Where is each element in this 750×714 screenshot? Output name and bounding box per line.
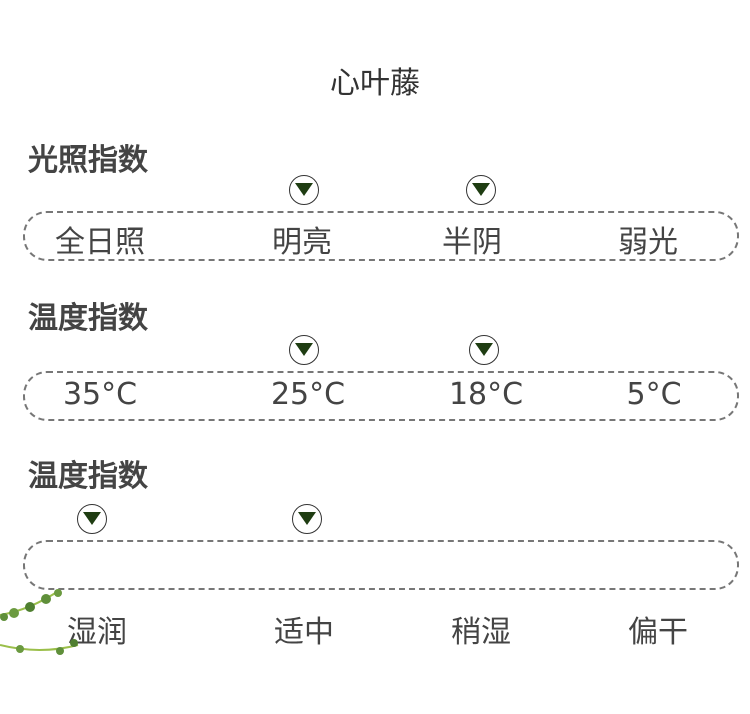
humidity-option: 稍湿	[451, 615, 511, 650]
marker-icon	[469, 335, 499, 365]
light-scale-box	[23, 211, 739, 261]
temperature-option: 5°C	[626, 377, 682, 412]
humidity-index-heading: 温度指数	[28, 459, 148, 494]
marker-icon	[77, 504, 107, 534]
marker-icon	[289, 335, 319, 365]
vine-decoration-icon	[0, 589, 79, 655]
temperature-option: 35°C	[62, 377, 138, 412]
plant-title: 心叶藤	[330, 66, 420, 101]
humidity-option: 适中	[274, 615, 334, 650]
humidity-scale-box	[23, 540, 739, 590]
light-index-heading: 光照指数	[28, 143, 148, 178]
light-option: 半阴	[442, 225, 502, 260]
marker-icon	[289, 175, 319, 205]
humidity-option: 偏干	[628, 615, 688, 650]
temperature-option: 25°C	[270, 377, 346, 412]
temperature-index-heading: 温度指数	[28, 301, 148, 336]
temperature-option: 18°C	[448, 377, 524, 412]
light-option: 明亮	[272, 225, 332, 260]
marker-icon	[466, 175, 496, 205]
light-option: 全日照	[55, 225, 145, 260]
light-option: 弱光	[618, 225, 678, 260]
marker-icon	[292, 504, 322, 534]
temperature-scale-box	[23, 371, 739, 421]
